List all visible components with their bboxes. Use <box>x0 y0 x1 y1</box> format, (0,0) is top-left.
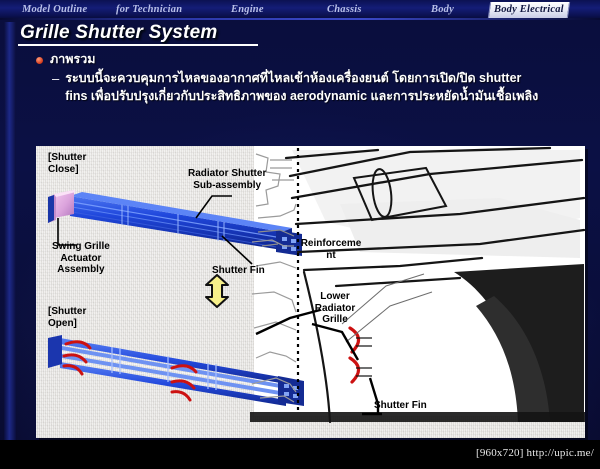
car-label-leader-lines <box>255 308 382 416</box>
nav-tab-label: Model Outline <box>22 4 88 15</box>
top-navigation-bar: Model Outline for Technician Engine Chas… <box>0 0 600 20</box>
nav-tab-label: for Technician <box>116 4 183 15</box>
watermark-text: [960x720] http://upic.me/ <box>475 447 594 459</box>
label-lower-radiator-grille: Lower Radiator Grille <box>314 291 356 325</box>
label-shutter-close: [Shutter Close] <box>48 152 87 175</box>
label-shutter-fin-left: Shutter Fin <box>212 265 265 276</box>
shutter-close-leader-lines <box>57 195 253 265</box>
bullet-list: ภาพรวม – ระบบนี้จะควบคุมการไหลของอากาศที… <box>36 52 576 105</box>
footer-bar: [960x720] http://upic.me/ <box>0 440 600 469</box>
nav-tab-chassis[interactable]: Chassis <box>323 2 366 18</box>
shutter-close-assembly-illustration <box>48 190 302 256</box>
label-reinforcement: Reinforceme nt <box>300 238 362 261</box>
bullet-sub-item: – ระบบนี้จะควบคุมการไหลของอากาศที่ไหลเข้… <box>36 70 576 105</box>
title-underline <box>18 44 258 46</box>
left-accent-bar <box>4 22 16 440</box>
nav-tab-body-electrical[interactable]: Body Electrical <box>487 2 570 18</box>
bullet-body-text: ระบบนี้จะควบคุมการไหลของอากาศที่ไหลเข้าห… <box>65 71 539 103</box>
figure-panel: [Shutter Close] Radiator Shutter Sub-ass… <box>36 146 585 438</box>
dash-icon: – <box>52 71 60 86</box>
nav-tab-model-outline[interactable]: Model Outline <box>18 2 91 18</box>
label-shutter-open: [Shutter Open] <box>48 306 87 329</box>
label-radiator-shutter-sub-assembly: Radiator Shutter Sub-assembly <box>188 168 267 191</box>
bullet-dot-icon <box>36 57 43 64</box>
bullet-item-overview: ภาพรวม <box>36 52 576 67</box>
bullet-heading: ภาพรวม <box>50 52 96 66</box>
vehicle-front-end-illustration <box>250 146 585 424</box>
nav-tab-label: Body Electrical <box>494 4 564 15</box>
label-swing-grille-actuator-assembly: Swing Grille Actuator Assembly <box>52 241 110 275</box>
nav-tab-label: Body <box>431 4 454 15</box>
nav-tab-for-technician[interactable]: for Technician <box>112 2 186 18</box>
page-title: Grille Shutter System <box>20 22 218 43</box>
shutter-open-assembly-illustration <box>48 335 304 406</box>
nav-tab-body[interactable]: Body <box>427 2 458 18</box>
nav-tab-label: Engine <box>231 4 264 15</box>
nav-tab-engine[interactable]: Engine <box>227 2 268 18</box>
up-down-arrow-icon <box>205 274 229 308</box>
label-shutter-fin-right: Shutter Fin <box>374 400 427 411</box>
nav-tab-label: Chassis <box>327 4 362 15</box>
